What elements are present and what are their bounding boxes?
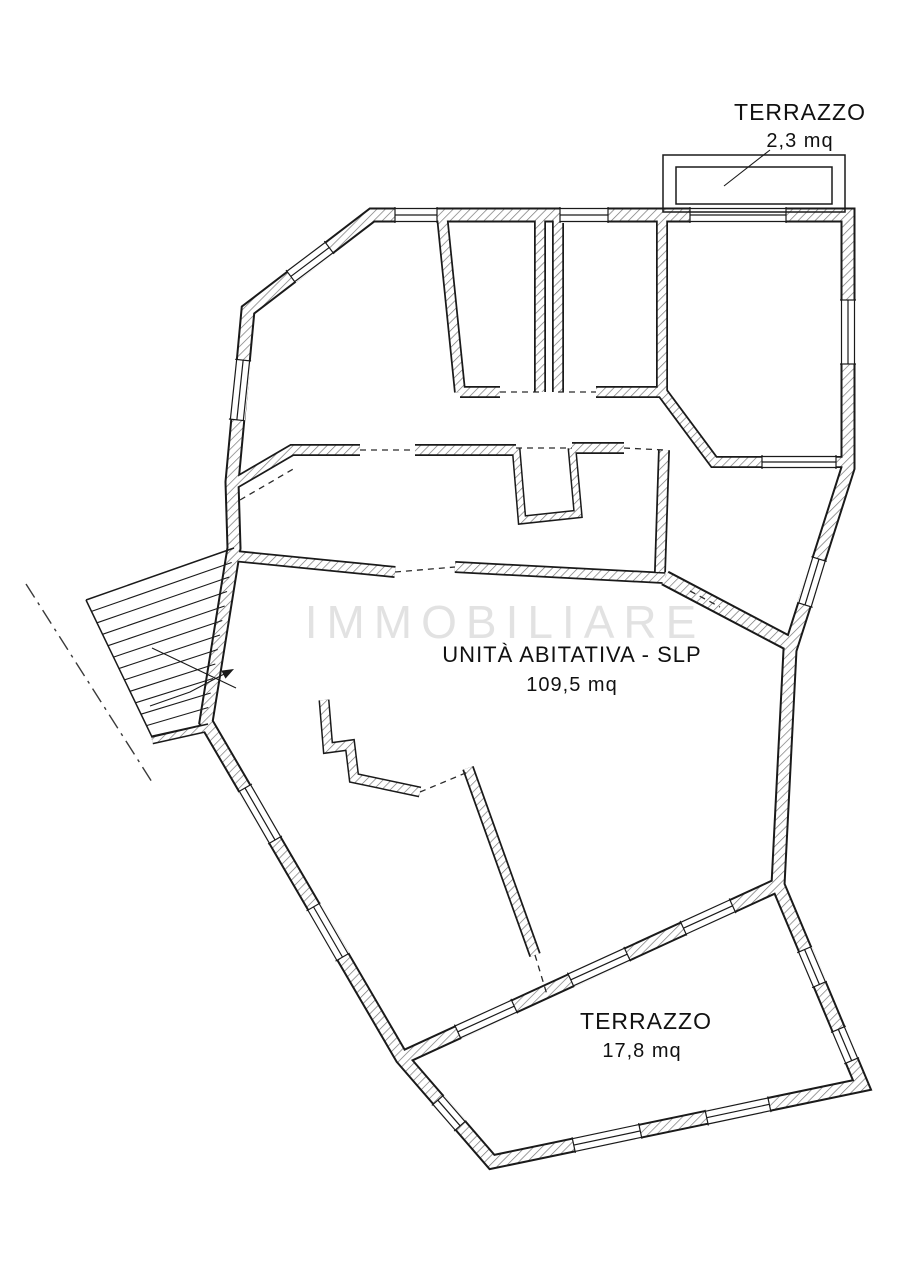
terrace-bottom-label: TERRAZZO [580,1008,712,1034]
stair-steps [91,561,232,727]
unit-area: 109,5 mq [526,674,617,696]
terrace-top-label: TERRAZZO [734,99,866,125]
stair-direction-arrow [149,647,237,707]
boundary-line [25,583,153,783]
door-opening-dashes [239,391,721,999]
leader-line [723,149,771,187]
wall-hatching [151,209,870,1169]
staircase [85,547,237,738]
wall-outlines [151,207,873,1171]
watermark-text: IMMOBILIARE [305,596,706,648]
terrace-top-area: 2,3 mq [766,130,833,152]
terrace-top-outline [662,149,846,213]
terrace-bottom-area: 17,8 mq [602,1040,681,1062]
plan-labels: TERRAZZO 2,3 mq UNITÀ ABITATIVA - SLP 10… [442,99,866,1062]
unit-label: UNITÀ ABITATIVA - SLP [442,642,701,667]
windows [228,207,860,1154]
